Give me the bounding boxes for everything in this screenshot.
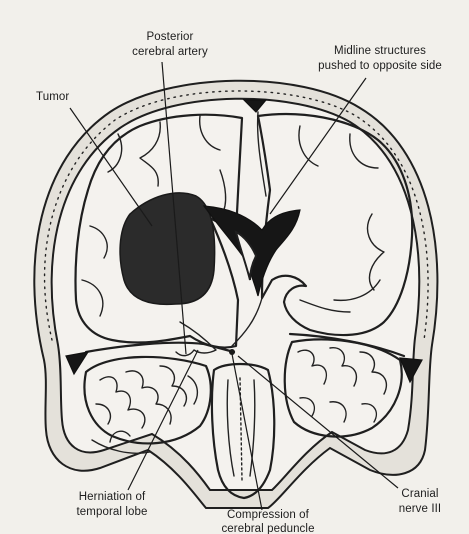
- compression-label-line2: cerebral peduncle: [221, 523, 314, 534]
- tumor-label: Tumor: [36, 91, 69, 103]
- pca-label-line1: Posterior: [147, 31, 194, 43]
- compression-label-line1: Compression of: [227, 509, 310, 521]
- herniation-label-line1: Herniation of: [79, 491, 146, 503]
- cranial-nerve-label-line1: Cranial: [401, 488, 438, 500]
- pca-label-line2: cerebral artery: [132, 46, 208, 58]
- midline-label-line2: pushed to opposite side: [318, 60, 442, 72]
- herniation-label-line2: temporal lobe: [77, 506, 148, 518]
- tumor-mass: [120, 193, 215, 304]
- midline-label-line1: Midline structures: [334, 45, 426, 57]
- cranial-nerve-label-line2: nerve III: [399, 503, 441, 515]
